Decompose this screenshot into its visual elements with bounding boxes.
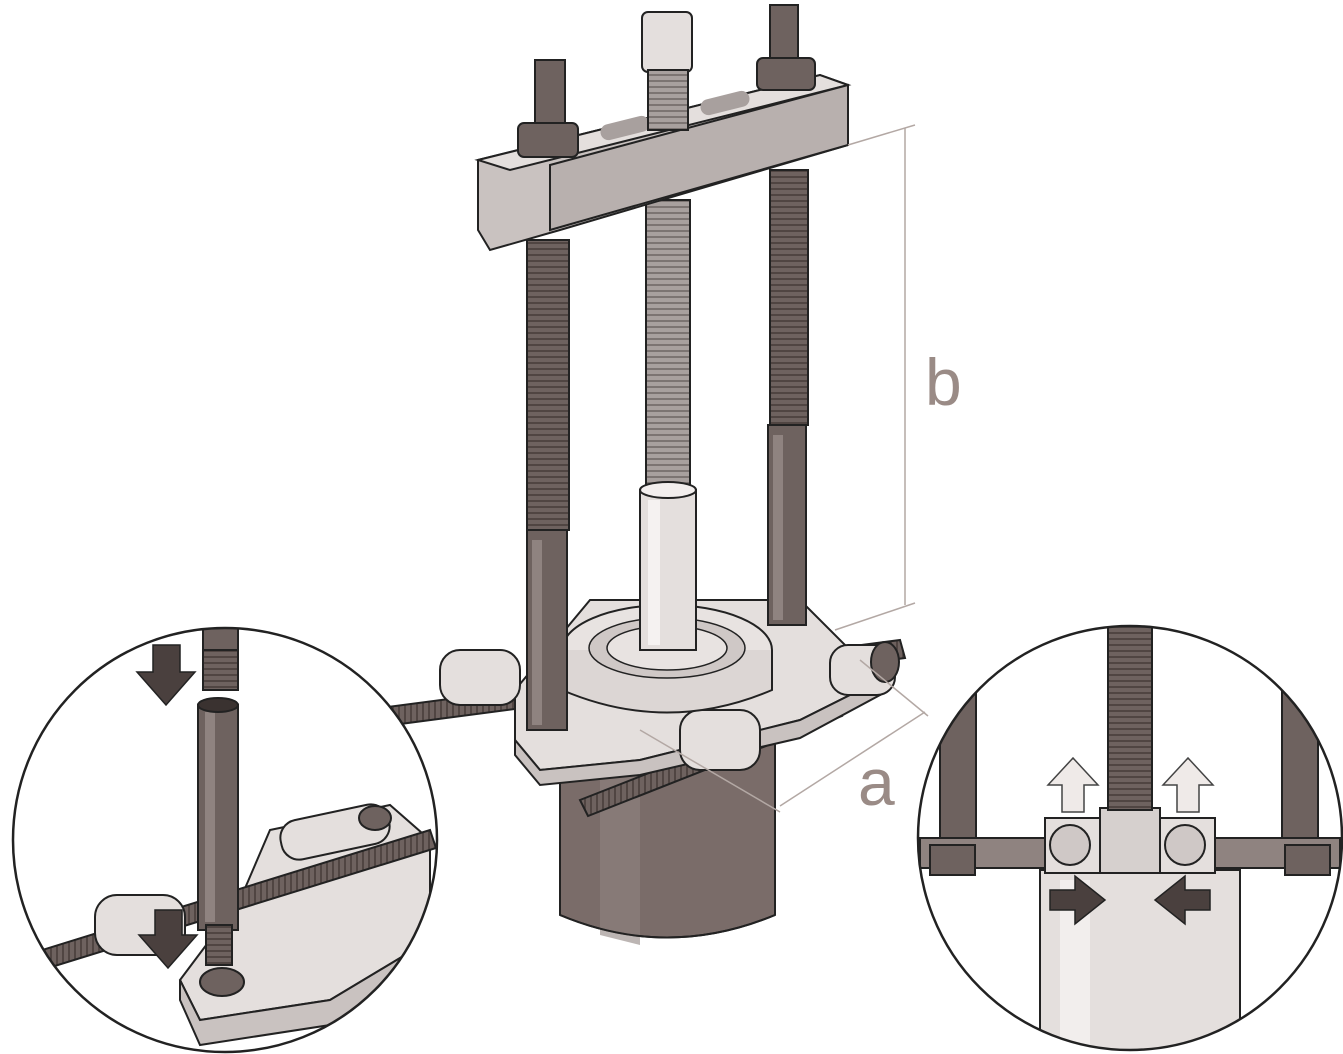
main-assembly <box>378 4 907 945</box>
right-pull-rod <box>767 169 809 626</box>
dimension-label-b: b <box>925 345 962 419</box>
arrow-right-icon <box>1049 874 1107 926</box>
center-spindle <box>639 199 697 651</box>
dimension-label-a: a <box>858 745 895 819</box>
right-top-nut <box>756 4 816 91</box>
spindle-head-nut <box>641 11 693 131</box>
arrow-up-icon <box>1046 756 1100 813</box>
arrow-up-icon <box>1161 756 1215 813</box>
right-detail-circle <box>916 624 1343 1052</box>
arrow-down-icon <box>135 644 197 707</box>
left-pull-rod <box>526 239 570 731</box>
left-detail-circle <box>11 626 439 1054</box>
dimension-a: a <box>639 659 929 819</box>
arrow-down-icon <box>137 909 199 970</box>
dimension-b: b <box>834 124 962 631</box>
left-top-nut <box>517 59 579 158</box>
arrow-left-icon <box>1153 874 1211 926</box>
